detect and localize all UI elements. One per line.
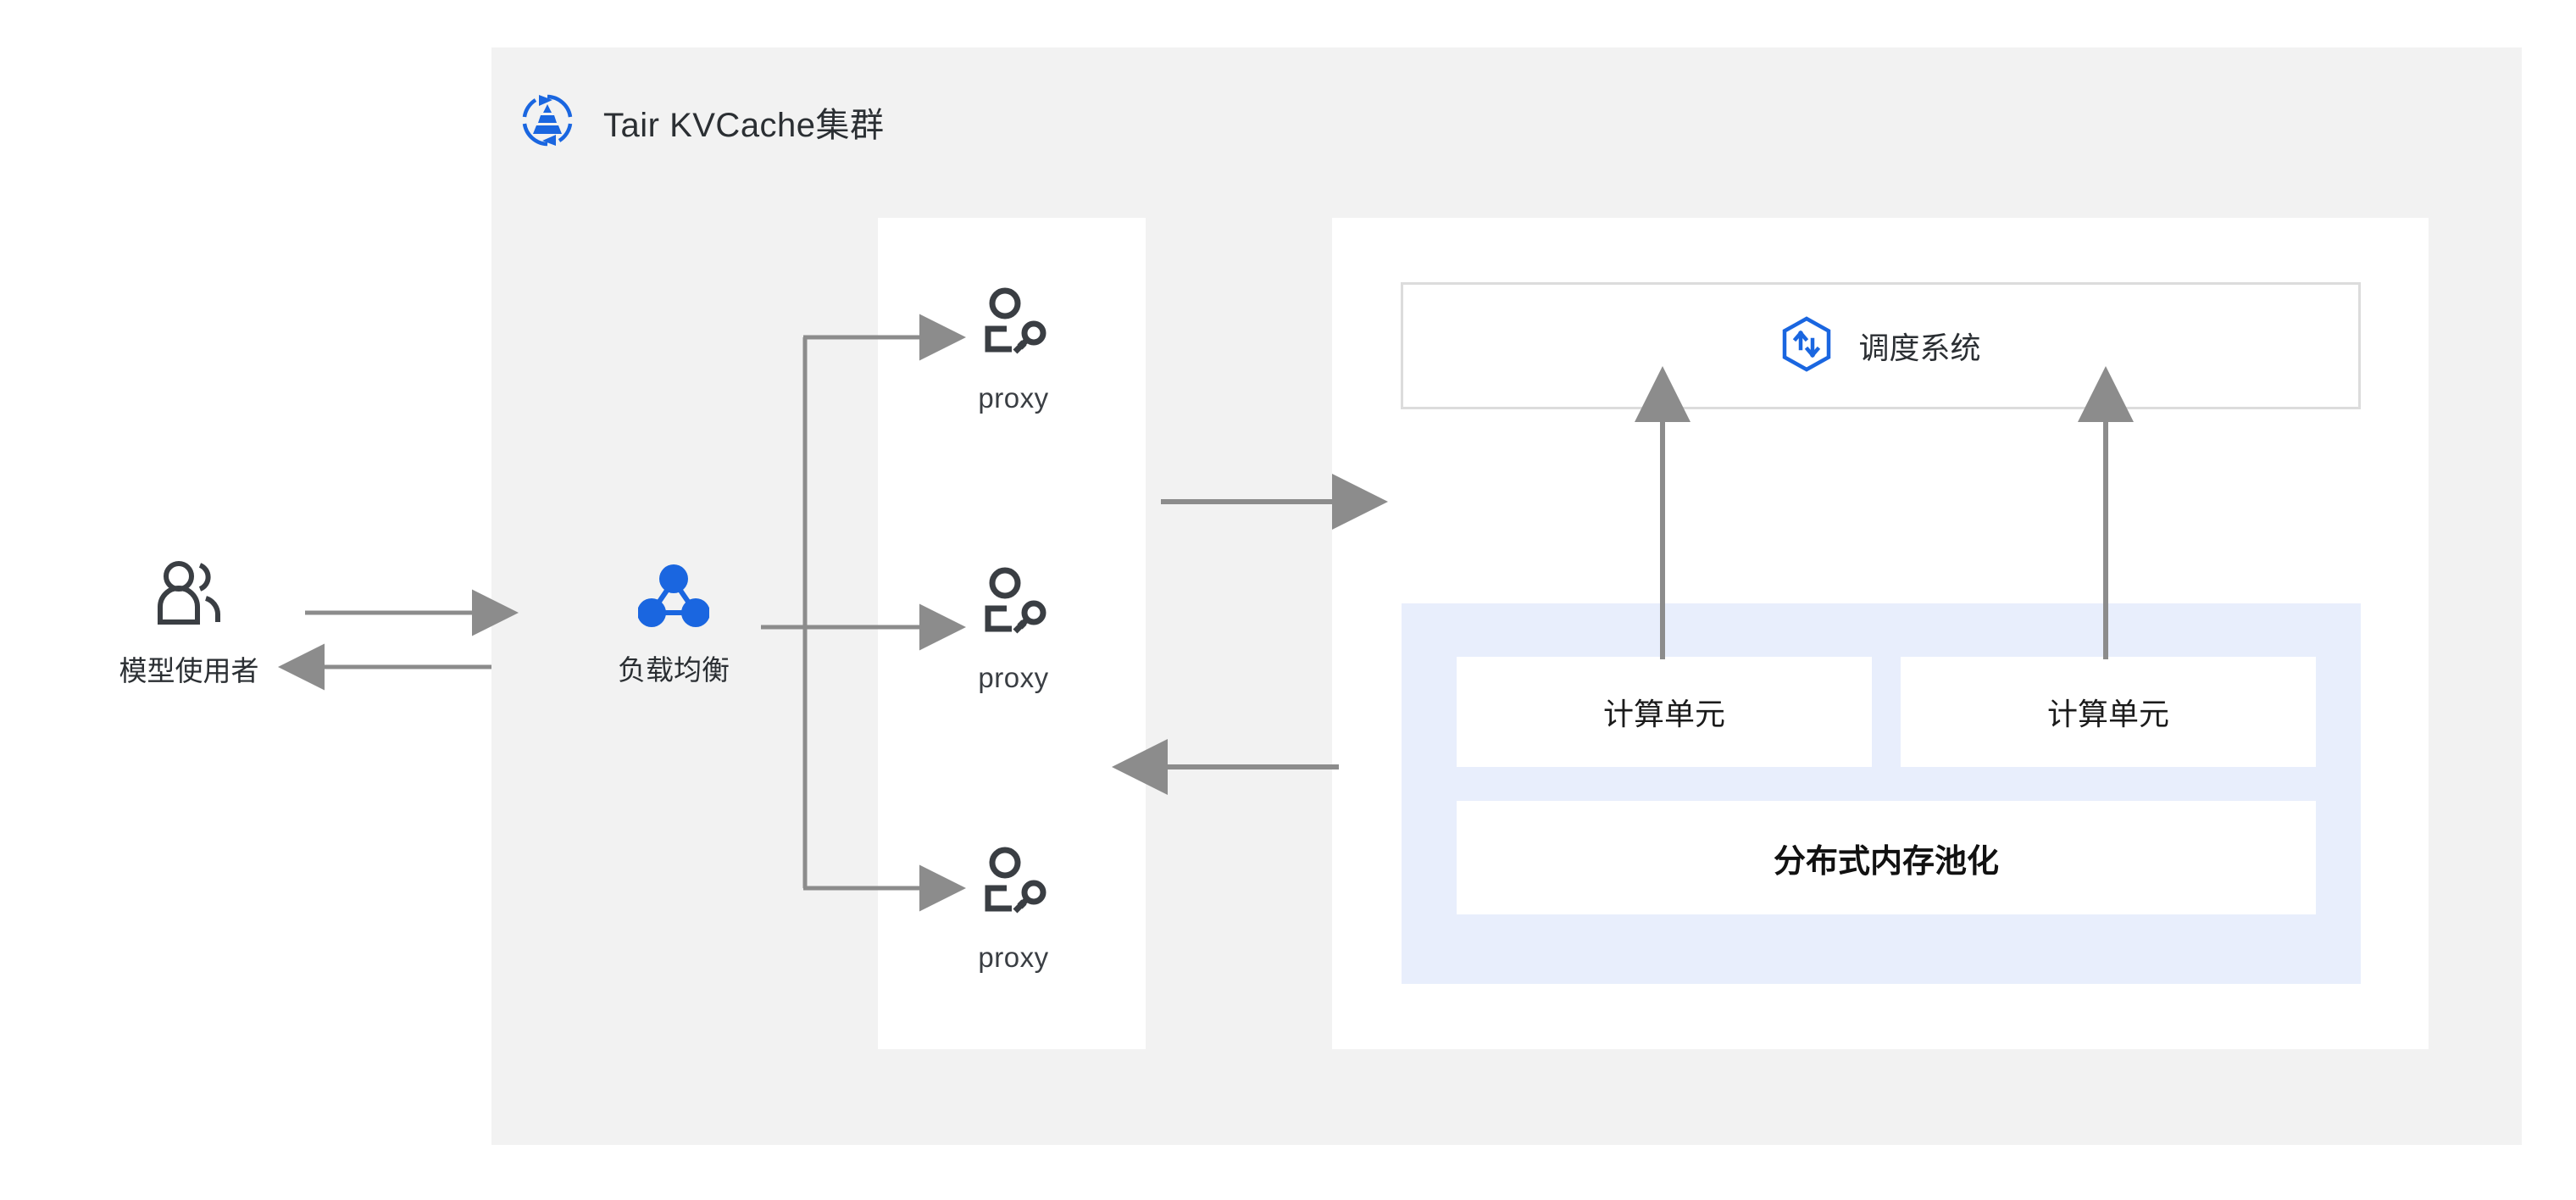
compute-unit-box-2[interactable]: 计算单元 (1901, 657, 2316, 767)
distributed-memory-pool-box[interactable]: 分布式内存池化 (1457, 801, 2316, 914)
scheduler-box[interactable]: 调度系统 (1401, 282, 2361, 409)
load-balancer-node[interactable]: 负载均衡 (585, 564, 763, 688)
scheduler-label: 调度系统 (1858, 331, 1981, 365)
proxy-label: proxy (978, 382, 1049, 414)
model-user-label: 模型使用者 (119, 655, 259, 686)
load-balancer-nodes-icon (637, 564, 710, 632)
users-icon (147, 559, 231, 636)
proxy-node-2[interactable]: proxy (954, 564, 1073, 694)
proxy-label: proxy (978, 942, 1049, 973)
proxy-user-key-icon (973, 844, 1054, 930)
tair-pyramid-logo-icon (519, 92, 576, 153)
scheduler-hexagon-arrows-icon (1780, 315, 1833, 376)
proxy-user-key-icon (973, 285, 1054, 370)
cluster-title-row: Tair KVCache集群 (519, 88, 885, 156)
compute-unit-box-1[interactable]: 计算单元 (1457, 657, 1872, 767)
compute-unit-label: 计算单元 (1602, 697, 1725, 731)
cluster-title: Tair KVCache集群 (603, 107, 885, 144)
distributed-memory-pool-label: 分布式内存池化 (1773, 843, 1999, 880)
proxy-node-3[interactable]: proxy (954, 844, 1073, 974)
proxy-label: proxy (978, 662, 1049, 693)
proxy-node-1[interactable]: proxy (954, 285, 1073, 414)
load-balancer-label: 负载均衡 (618, 654, 730, 686)
proxy-user-key-icon (973, 564, 1054, 650)
model-user-node[interactable]: 模型使用者 (92, 559, 286, 689)
compute-unit-label: 计算单元 (2046, 697, 2169, 731)
